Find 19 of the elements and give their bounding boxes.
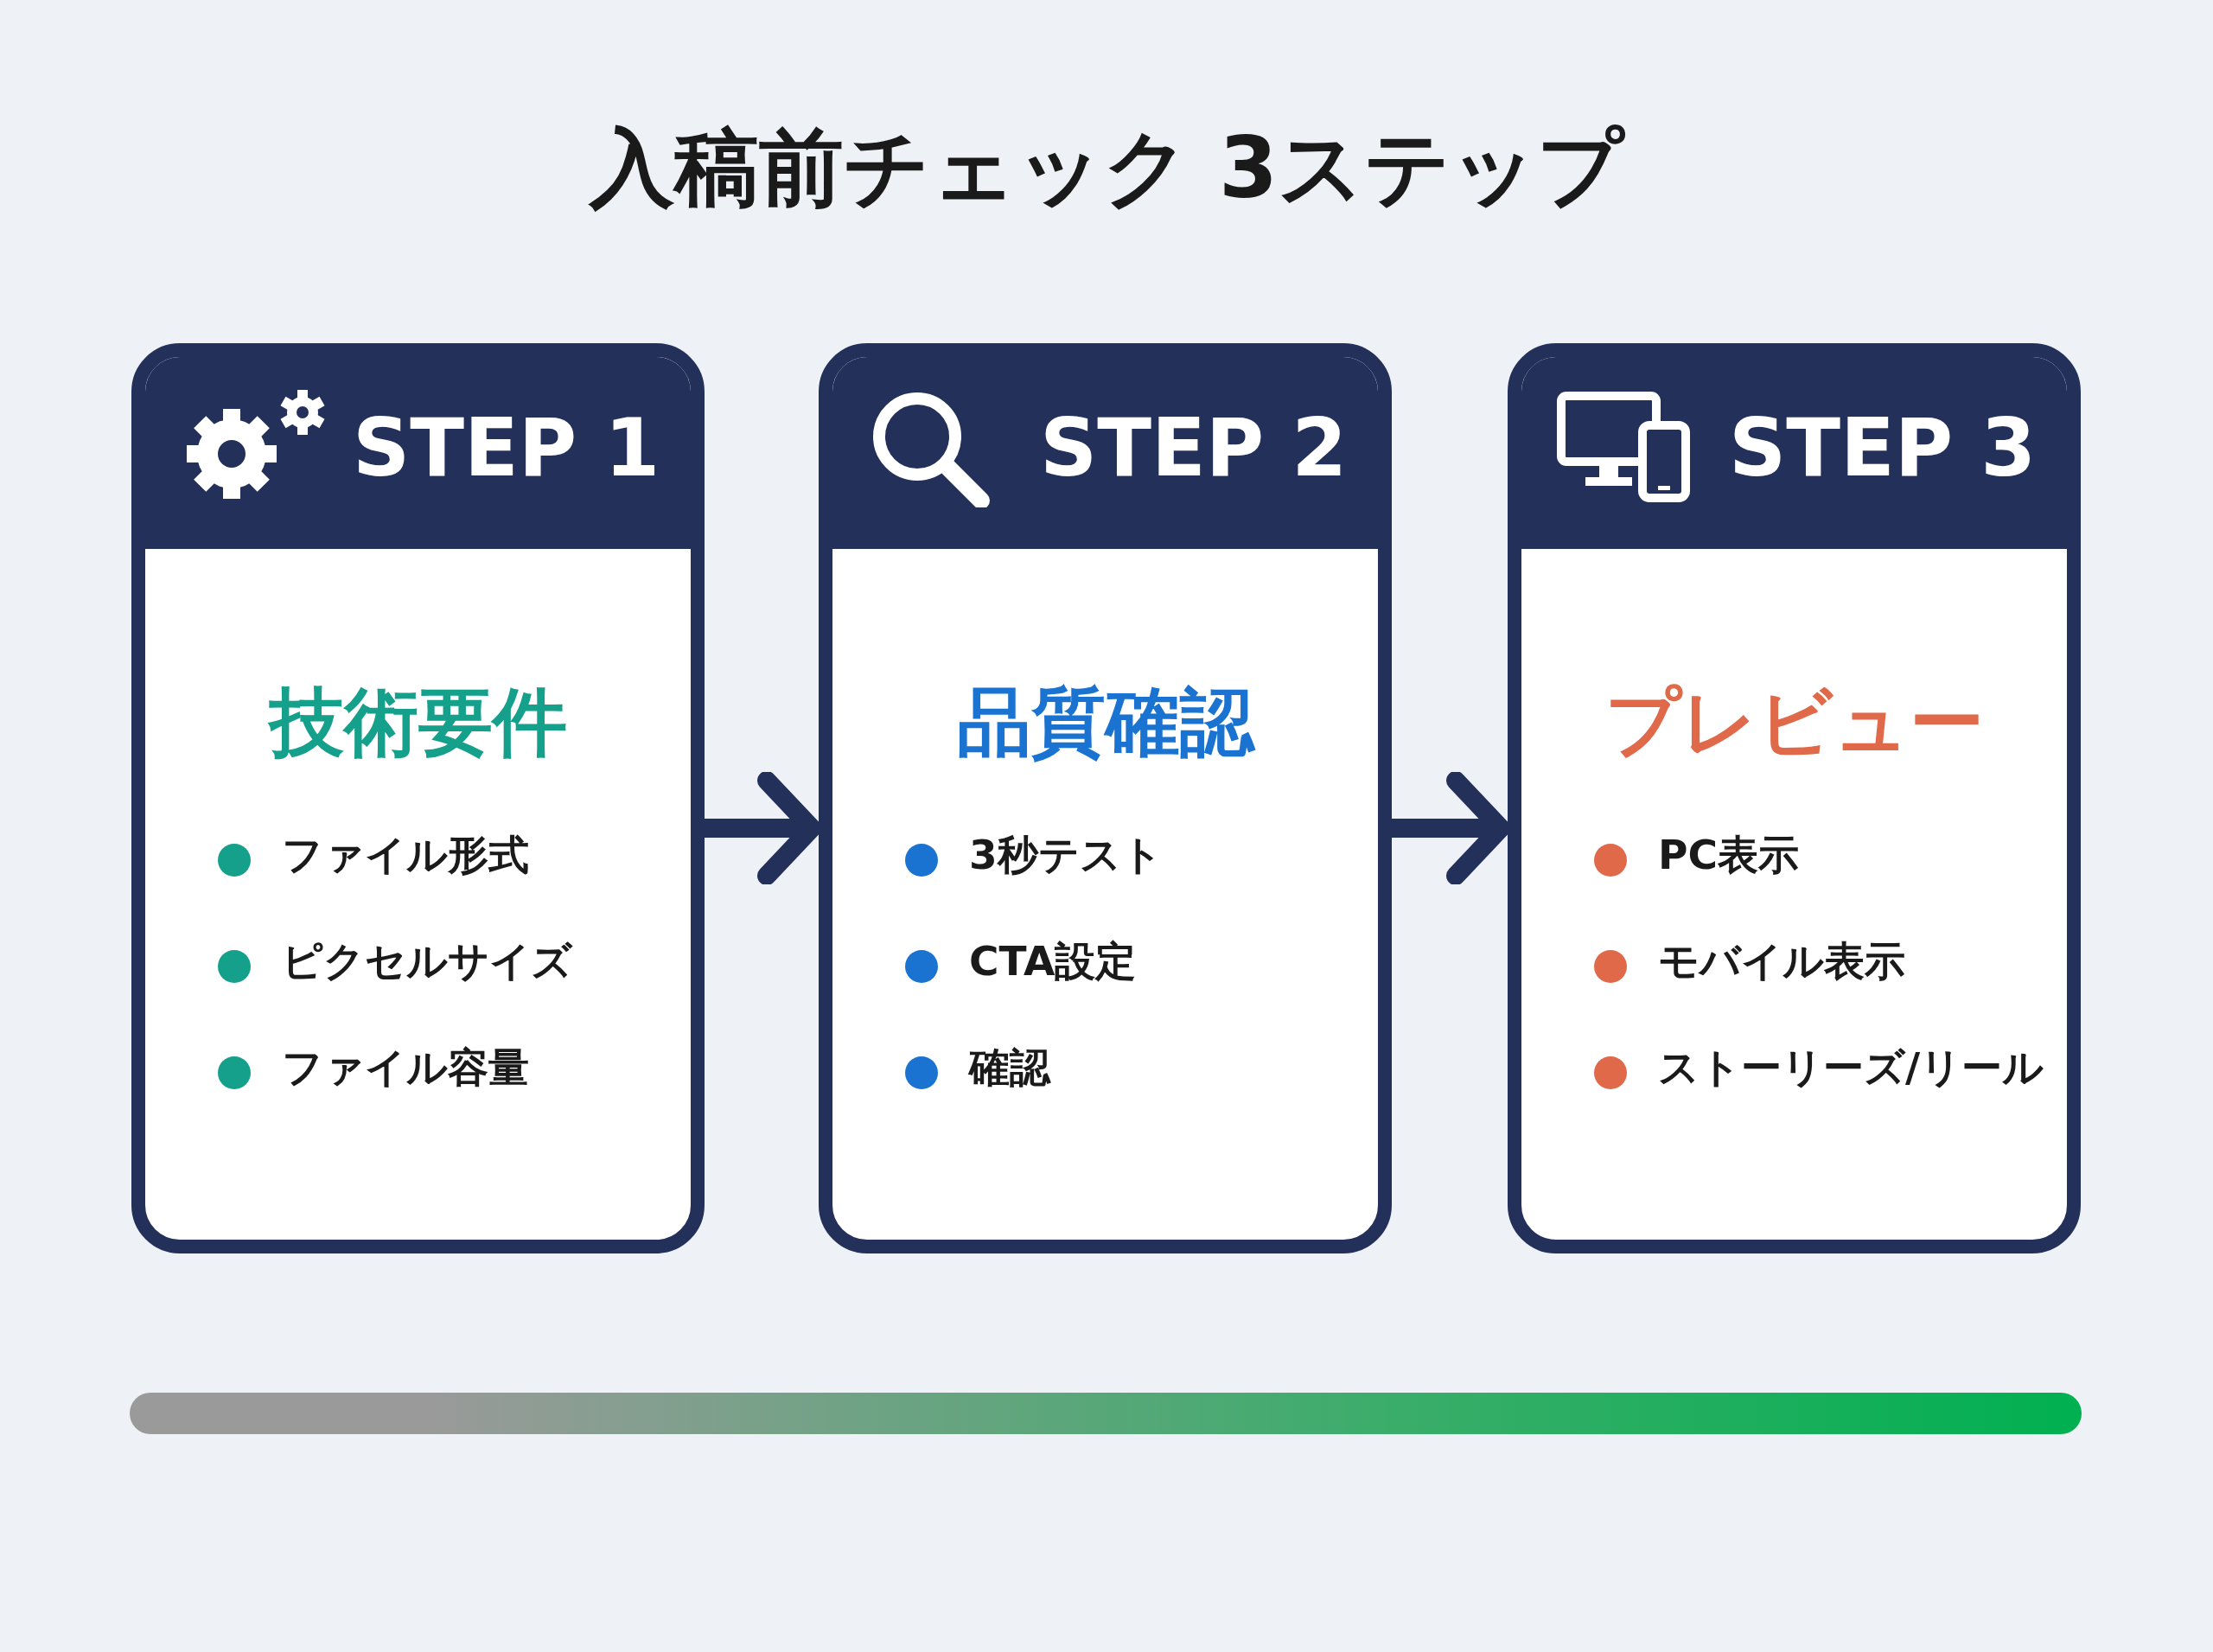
step-card — [131, 343, 705, 1253]
step-card — [819, 343, 1392, 1253]
checklist-item: 確認 — [969, 1043, 1050, 1093]
checklist-item: ピクセルサイズ — [282, 936, 572, 986]
title: 入稿前チェック 3ステップ — [587, 118, 1626, 219]
checklist-item: モバイル表示 — [1658, 936, 1905, 986]
step-label: STEP 3 — [1729, 402, 2037, 494]
step-heading: 技術要件 — [266, 678, 568, 767]
checklist-item: ファイル容量 — [282, 1043, 529, 1093]
checklist-item: ファイル形式 — [282, 830, 529, 880]
step-card — [1508, 343, 2081, 1253]
step-label: STEP 2 — [1040, 402, 1348, 494]
checklist-item: PC表示 — [1658, 830, 1799, 880]
step-heading: 品質確認 — [955, 678, 1257, 767]
checklist-item: CTA設定 — [969, 936, 1137, 986]
checklist-item: ストーリーズ/リール — [1658, 1043, 2044, 1093]
step-label: STEP 1 — [353, 402, 660, 494]
step-heading: プレビュー — [1604, 678, 1985, 767]
checklist-item: 3秒テスト — [969, 830, 1163, 880]
